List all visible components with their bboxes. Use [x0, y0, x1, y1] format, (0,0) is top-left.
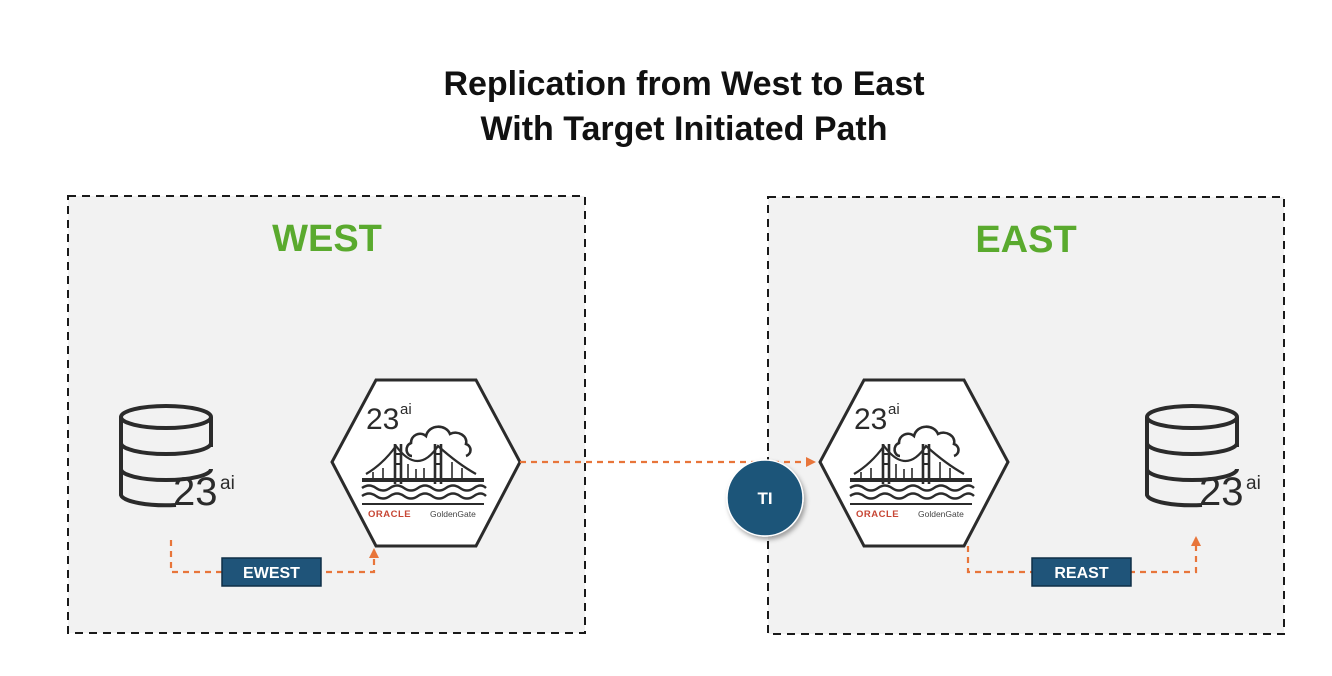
east-goldengate-icon: 23 ai ORACLE GoldenGate [818, 378, 1010, 548]
ti-label: TI [757, 489, 772, 508]
east-gg-version: 23 [854, 403, 887, 436]
title-line-1: Replication from West to East [443, 65, 924, 103]
target-initiated-path-badge: TI [726, 459, 804, 537]
replicat-process-label: REAST [1054, 565, 1108, 582]
west-gg-vendor: ORACLE [368, 509, 411, 520]
replicat-process-tag: REAST [1031, 557, 1132, 587]
east-gg-product: GoldenGate [918, 509, 964, 519]
east-region-label: EAST [975, 219, 1076, 261]
west-region-label: WEST [272, 218, 382, 260]
east-gg-suffix: ai [888, 401, 900, 418]
east-gg-vendor: ORACLE [856, 509, 899, 520]
east-database-icon: 23 ai [1145, 404, 1261, 514]
replicat-flow-arrow [966, 536, 1201, 574]
east-db-suffix: ai [1246, 473, 1261, 494]
east-db-version: 23 [1199, 470, 1244, 514]
west-gg-version: 23 [366, 403, 399, 436]
west-database-icon: 23 ai [119, 404, 235, 514]
extract-process-label: EWEST [243, 565, 300, 582]
west-gg-product: GoldenGate [430, 509, 476, 519]
west-gg-suffix: ai [400, 401, 412, 418]
west-db-version: 23 [173, 470, 218, 514]
west-region [67, 195, 586, 634]
title-line-2: With Target Initiated Path [480, 110, 887, 148]
extract-process-tag: EWEST [221, 557, 322, 587]
west-db-suffix: ai [220, 473, 235, 494]
west-goldengate-icon: 23 ai ORACLE GoldenGate [330, 378, 522, 548]
